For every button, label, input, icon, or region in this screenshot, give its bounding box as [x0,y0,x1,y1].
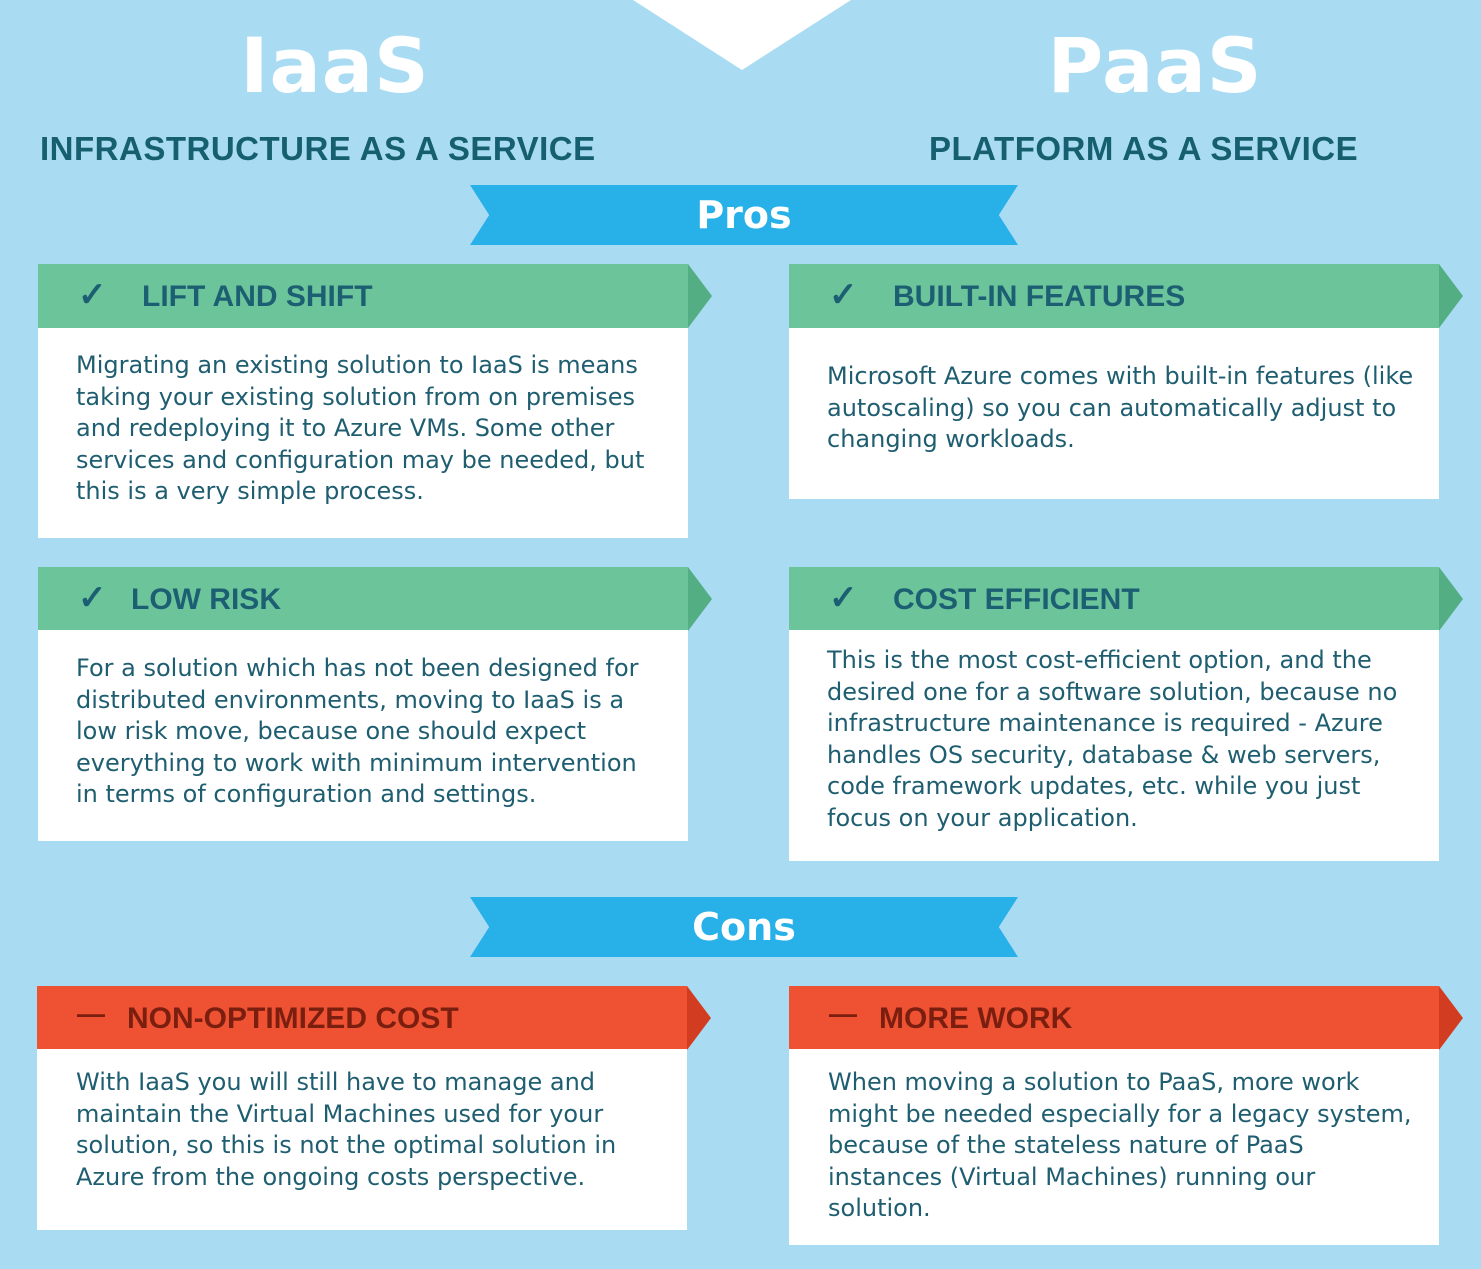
pros-label: Pros [696,193,792,237]
card-title: COST EFFICIENT [893,583,1140,616]
card-text: With IaaS you will still have to manage … [37,1049,687,1230]
checkmark-icon: ✓ [829,579,858,617]
card-non-optimized-cost: — NON-OPTIMIZED COST With IaaS you will … [37,986,711,1230]
iaas-subtitle: INFRASTRUCTURE AS A SERVICE [40,130,596,167]
card-text: Migrating an existing solution to IaaS i… [38,328,688,538]
minus-icon: — [829,998,857,1029]
card-text: Microsoft Azure comes with built-in feat… [789,328,1439,499]
card-title: LOW RISK [131,583,281,616]
card-text: This is the most cost-efficient option, … [789,630,1439,861]
card-built-in-features: ✓ BUILT-IN FEATURES Microsoft Azure come… [789,264,1463,499]
cons-ribbon: Cons [470,897,1018,957]
minus-icon: — [77,998,105,1029]
pros-ribbon: Pros [470,185,1018,245]
iaas-title: IaaS [240,21,430,110]
checkmark-icon: ✓ [78,579,107,617]
card-low-risk: ✓ LOW RISK For a solution which has not … [38,567,712,841]
top-notch-decoration [633,0,851,70]
paas-title: PaaS [1047,21,1263,110]
checkmark-icon: ✓ [829,276,858,314]
card-cost-efficient: ✓ COST EFFICIENT This is the most cost-e… [789,567,1463,861]
cons-label: Cons [692,905,796,949]
card-more-work: — MORE WORK When moving a solution to Pa… [789,986,1463,1245]
card-title: MORE WORK [879,1002,1073,1035]
card-text: For a solution which has not been design… [38,630,688,841]
card-lift-and-shift: ✓ LIFT AND SHIFT Migrating an existing s… [38,264,712,538]
card-title: NON-OPTIMIZED COST [127,1002,459,1035]
card-title: LIFT AND SHIFT [142,280,373,313]
paas-subtitle: PLATFORM AS A SERVICE [929,130,1359,167]
card-title: BUILT-IN FEATURES [893,280,1186,313]
card-text: When moving a solution to PaaS, more wor… [789,1049,1439,1245]
checkmark-icon: ✓ [78,276,107,314]
